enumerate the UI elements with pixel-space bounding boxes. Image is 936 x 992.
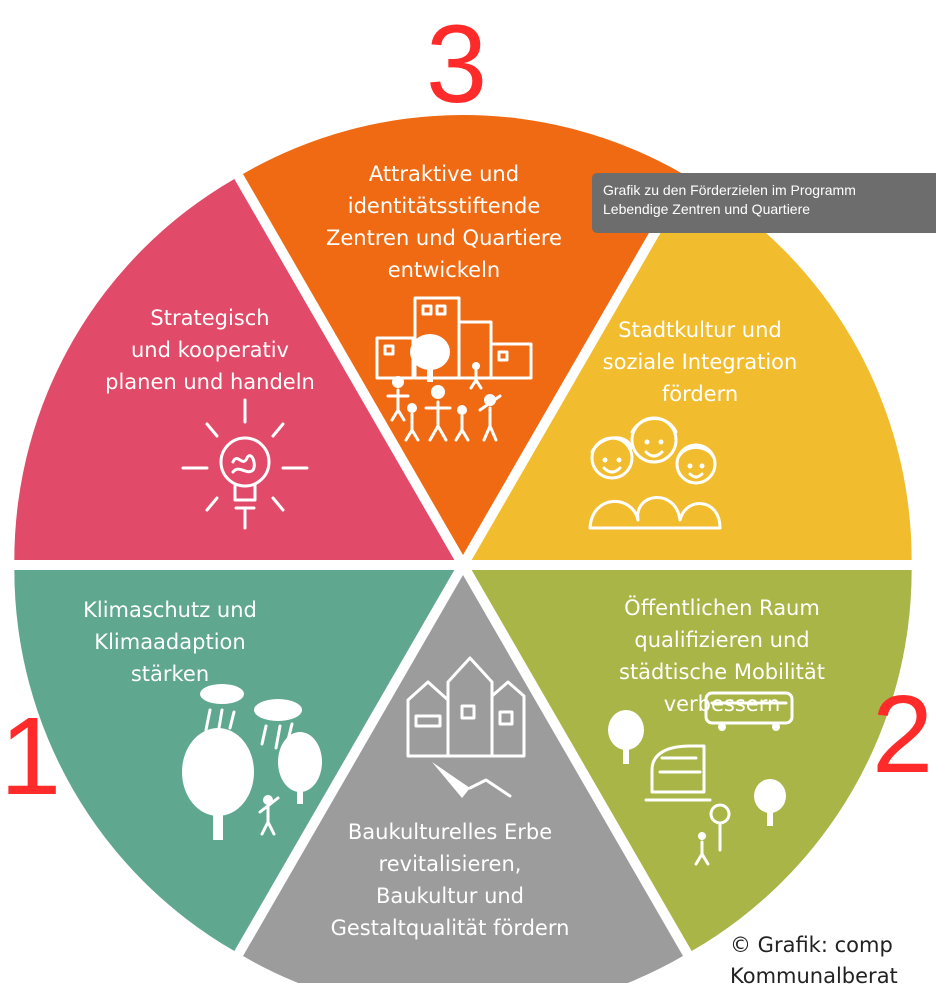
transport-icon — [608, 691, 794, 866]
trees-rain-icon — [182, 684, 322, 840]
segment-attraktiv — [243, 114, 683, 555]
credit-line-2: Kommunalberat — [730, 964, 898, 988]
tooltip-line-1: Grafik zu den Förderzielen im Programm — [603, 182, 856, 198]
segment-oeffentlich — [471, 570, 912, 952]
label-strategisch: Strategisch und kooperativ planen und ha… — [105, 306, 315, 394]
credit-line-1: © Grafik: comp — [730, 933, 893, 957]
houses-trowel-icon — [406, 656, 526, 798]
label-attraktiv: Attraktive und identitätsstiftende Zentr… — [326, 162, 562, 282]
segment-stadtkultur — [471, 178, 912, 560]
tooltip-line-2: Lebendige Zentren und Quartiere — [603, 201, 811, 217]
number-2: 2 — [872, 673, 934, 796]
label-klima: Klimaschutz und Klimaadaption stärken — [83, 598, 257, 686]
number-1: 1 — [0, 695, 62, 818]
label-oeffentlich: Öffentlichen Raum qualifizieren und städ… — [619, 596, 825, 716]
lightbulb-icon — [181, 398, 309, 530]
faces-icon — [588, 416, 722, 530]
tooltip: Grafik zu den Förderzielen im Programm L… — [592, 173, 936, 233]
label-stadtkultur: Stadtkultur und soziale Integration förd… — [602, 318, 798, 406]
number-3: 3 — [426, 3, 488, 126]
segment-strategisch — [14, 178, 455, 560]
segment-baukultur — [243, 575, 683, 983]
label-baukultur: Baukulturelles Erbe revitalisieren, Bauk… — [330, 820, 570, 940]
buildings-family-icon — [375, 296, 533, 442]
